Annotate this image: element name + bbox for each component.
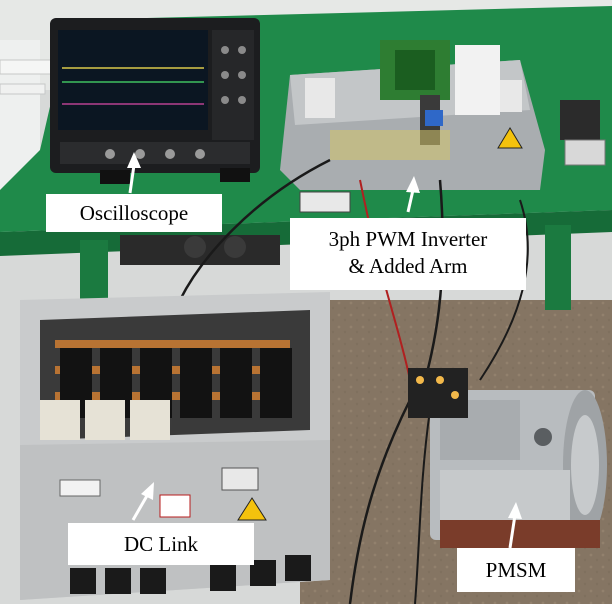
dc-link-label: DC Link	[68, 523, 254, 565]
arrow-pmsm	[508, 502, 522, 549]
arrow-oscilloscope	[127, 152, 141, 194]
oscilloscope-label: Oscilloscope	[46, 194, 222, 232]
inverter-label-line1: 3ph PWM Inverter	[328, 227, 488, 251]
pmsm-label-text: PMSM	[485, 558, 547, 582]
pmsm-label: PMSM	[457, 548, 575, 592]
inverter-device	[280, 40, 545, 213]
inverter-label-line2: & Added Arm	[348, 254, 468, 278]
oscilloscope-label-text: Oscilloscope	[79, 201, 189, 225]
arrow-inverter	[406, 176, 420, 213]
inverter-label: 3ph PWM Inverter & Added Arm	[290, 218, 526, 290]
pmsm-motor	[408, 368, 607, 548]
dc-link-label-text: DC Link	[123, 532, 199, 556]
oscilloscope-device	[50, 18, 260, 184]
arrow-dc-link	[131, 482, 154, 521]
